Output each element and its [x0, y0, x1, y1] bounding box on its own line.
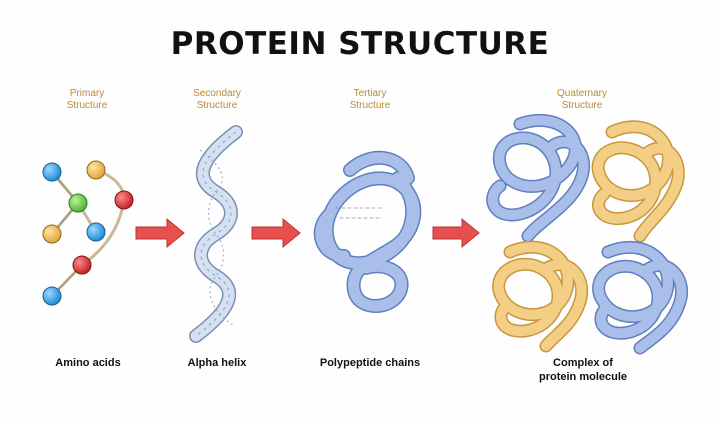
caption-polypeptide-chains: Polypeptide chains: [295, 356, 445, 370]
stage-label-quaternary-line2: Structure: [561, 100, 603, 111]
amino-acid-blue: [42, 286, 62, 306]
caption-alpha-helix-line1: Alpha helix: [187, 357, 247, 369]
caption-protein-complex-line1: Complex of: [553, 357, 613, 369]
alpha-helix: [189, 125, 243, 343]
amino-acid-yellow: [86, 160, 106, 180]
subunit-bottom-left-yellow: [492, 240, 589, 353]
caption-alpha-helix: Alpha helix: [142, 356, 292, 370]
caption-amino-acids: Amino acids: [13, 356, 163, 370]
stage-label-secondary-line1: Secondary: [193, 88, 241, 99]
stage-label-tertiary-line2: Structure: [349, 100, 391, 111]
subunit-top-left-blue: [486, 113, 590, 243]
caption-protein-complex: Complex of protein molecule: [508, 356, 658, 384]
polypeptide-knot: [313, 150, 422, 313]
amino-acid-red: [72, 255, 92, 275]
amino-acid-blue: [42, 162, 62, 182]
stage-label-primary: Primary Structure: [27, 88, 147, 112]
amino-acid-yellow: [42, 224, 62, 244]
stage-label-tertiary: Tertiary Structure: [310, 88, 430, 112]
arrow-primary-to-secondary: [135, 217, 185, 249]
arrow-tertiary-to-quaternary: [432, 217, 480, 249]
caption-protein-complex-line2: protein molecule: [538, 371, 628, 383]
stage-label-primary-line2: Structure: [66, 100, 108, 111]
subunit-top-right-yellow: [591, 120, 685, 243]
subunit-bottom-right-blue: [592, 240, 688, 355]
arrow-secondary-to-tertiary: [251, 217, 301, 249]
stage-label-quaternary-line1: Quaternary: [556, 88, 608, 99]
protein-complex: [486, 113, 688, 355]
amino-acid-chain: [42, 160, 134, 306]
amino-acid-green: [68, 193, 88, 213]
diagram-title: PROTEIN STRUCTURE: [170, 26, 550, 62]
caption-amino-acids-line1: Amino acids: [55, 357, 121, 369]
caption-polypeptide-chains-line1: Polypeptide chains: [319, 357, 421, 369]
stage-label-secondary: Secondary Structure: [157, 88, 277, 112]
stage-label-quaternary: Quaternary Structure: [522, 88, 642, 112]
stage-label-secondary-line2: Structure: [196, 100, 238, 111]
stage-label-primary-line1: Primary: [69, 88, 105, 99]
stage-label-tertiary-line1: Tertiary: [353, 88, 387, 99]
amino-acid-red: [114, 190, 134, 210]
amino-acid-blue: [86, 222, 106, 242]
